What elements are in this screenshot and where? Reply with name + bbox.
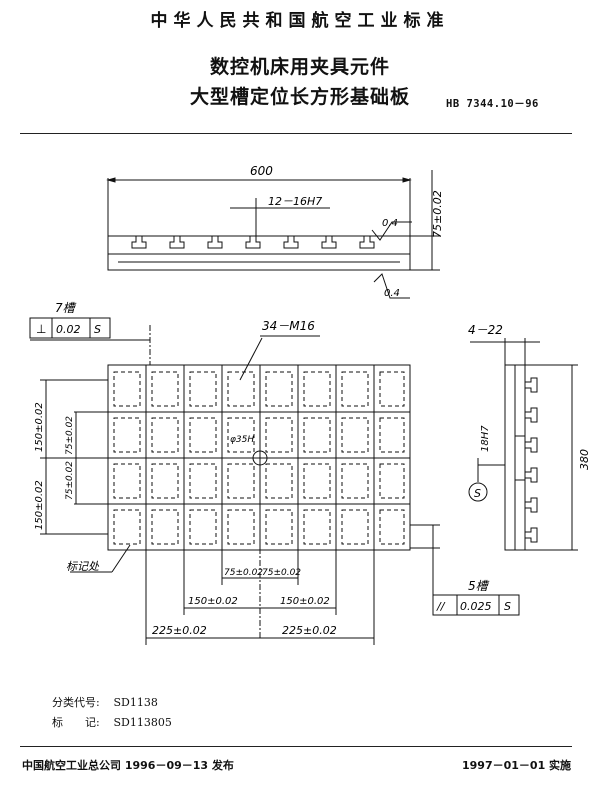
- dim-thickness: 75±0.02: [431, 190, 444, 238]
- dim-slot-fit: 12－16H7: [268, 195, 322, 208]
- document-title-line1: 数控机床用夹具元件: [209, 56, 390, 78]
- mark-row-value: SD113805: [113, 716, 172, 729]
- side-view: [468, 338, 578, 551]
- issue-date: 中国航空工业总公司 1996－09－13 发布: [22, 759, 234, 772]
- left-dim-75-b: 75±0.02: [65, 461, 75, 500]
- left-dim-150-b: 150±0.02: [34, 480, 45, 530]
- parallel-symbol: //: [436, 600, 446, 613]
- plan-pockets: [113, 371, 405, 545]
- left-dim-150-a: 150±0.02: [34, 402, 45, 452]
- footer-rule: [20, 746, 572, 747]
- document-title-line2: 大型槽定位长方形基础板: [189, 86, 410, 108]
- bottom-dim-225-a: 225±0.02: [152, 624, 207, 637]
- parallel-value: 0.025: [460, 600, 492, 613]
- dim-overall-length: 600: [250, 164, 273, 178]
- technical-drawing: 600 12－16H7 0.4 75±0.02 0.4: [29, 164, 591, 645]
- dim-width: 380: [578, 449, 591, 470]
- class-code-row: 分类代号: SD1138: [52, 694, 158, 710]
- implement-date: 1997－01－01 实施: [462, 759, 572, 772]
- standard-code: HB 7344.10－96: [446, 98, 539, 110]
- left-dim-75-a: 75±0.02: [65, 416, 75, 455]
- mark-label: 标记处: [66, 560, 100, 573]
- side-holes: 4－22: [468, 323, 503, 337]
- parallel-tolerance-frame: [432, 585, 520, 616]
- t-slots-front: [131, 236, 375, 249]
- perp-value: 0.02: [56, 323, 81, 336]
- datum-s-2: S: [504, 600, 511, 613]
- class-code-value: SD1138: [113, 696, 158, 709]
- datum-s: S: [94, 323, 101, 336]
- bottom-dim-225-b: 225±0.02: [282, 624, 337, 637]
- mark-row-label: 标 记:: [52, 716, 100, 729]
- bottom-dim-75-a: 75±0.02: [224, 568, 263, 578]
- bottom-dim-150-a: 150±0.02: [188, 596, 238, 607]
- roughness-bottom: 0.4: [384, 288, 400, 299]
- thread-holes: 34－M16: [262, 319, 315, 333]
- label-7-slots: 7槽: [55, 301, 77, 315]
- label-5-slots: 5槽: [468, 579, 490, 593]
- center-hole: φ35H: [230, 435, 254, 445]
- perp-symbol: ⊥: [36, 322, 46, 336]
- bottom-dim-75-b: 75±0.02: [262, 568, 301, 578]
- roughness-top: 0.4: [382, 218, 398, 229]
- mark-row: 标 记: SD113805: [52, 714, 172, 730]
- standard-header: 中华人民共和国航空工业标准: [150, 11, 450, 31]
- side-fit: 18H7: [480, 425, 491, 452]
- perp-tolerance-frame: [29, 317, 111, 339]
- header-rule: [20, 133, 572, 134]
- bottom-dim-150-b: 150±0.02: [280, 596, 330, 607]
- datum-s-circle: S: [474, 487, 481, 500]
- plan-slot-grid: [108, 365, 410, 550]
- class-code-label: 分类代号:: [52, 696, 100, 709]
